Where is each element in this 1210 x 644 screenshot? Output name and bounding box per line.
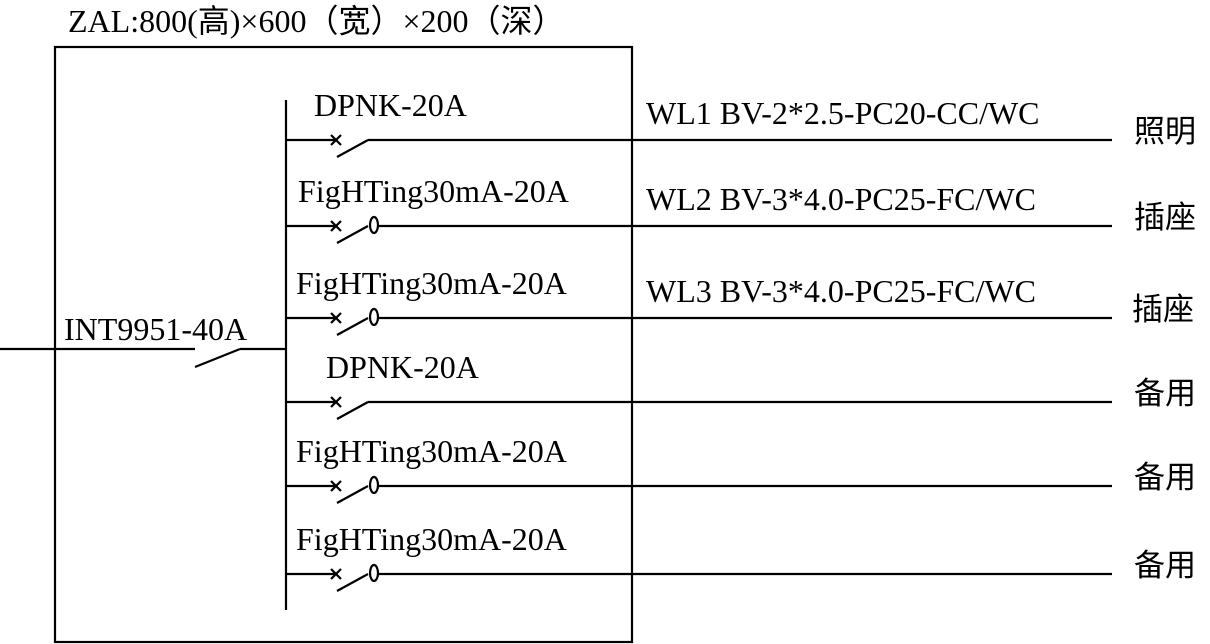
circuit-row-6: FigHTing30mA-20A 备用 xyxy=(286,521,1196,592)
load-label: 插座 xyxy=(1132,292,1194,328)
cable-spec-label: WL2 BV-3*4.0-PC25-FC/WC xyxy=(646,181,1036,217)
breaker-label: FigHTing30mA-20A xyxy=(296,265,567,301)
circuit-row-1: DPNK-20A WL1 BV-2*2.5-PC20-CC/WC 照明 xyxy=(286,87,1196,158)
circuit-row-2: FigHTing30mA-20A WL2 BV-3*4.0-PC25-FC/WC 插… xyxy=(286,173,1196,244)
breaker-contact-blade xyxy=(336,139,369,158)
breaker-contact-blade xyxy=(336,485,369,504)
circuit-rows: DPNK-20A WL1 BV-2*2.5-PC20-CC/WC 照明 FigHTin… xyxy=(286,87,1196,592)
circuit-row-5: FigHTing30mA-20A 备用 xyxy=(286,433,1196,504)
breaker-cross-mark xyxy=(330,568,342,580)
panel-title: ZAL:800(高)×600（宽）×200（深） xyxy=(68,3,565,39)
load-label: 照明 xyxy=(1134,114,1196,150)
breaker-label: FigHTing30mA-20A xyxy=(296,433,567,469)
rcd-symbol xyxy=(368,215,380,235)
breaker-label: FigHTing30mA-20A xyxy=(296,521,567,557)
load-label: 备用 xyxy=(1134,460,1196,496)
breaker-contact-blade xyxy=(336,225,369,244)
breaker-label: DPNK-20A xyxy=(314,87,467,123)
cable-spec-label: WL3 BV-3*4.0-PC25-FC/WC xyxy=(646,273,1036,309)
rcd-symbol xyxy=(368,475,380,495)
panel-enclosure xyxy=(53,45,634,644)
main-breaker-contact xyxy=(194,347,241,369)
breaker-cross-mark xyxy=(330,220,342,232)
breaker-cross-mark xyxy=(330,312,342,324)
load-label: 备用 xyxy=(1134,548,1196,584)
breaker-cross-mark xyxy=(330,480,342,492)
breaker-contact-blade xyxy=(336,317,369,336)
breaker-contact-blade xyxy=(336,573,369,592)
main-breaker-label: INT9951-40A xyxy=(64,311,247,347)
breaker-label: DPNK-20A xyxy=(326,349,479,385)
breaker-label: FigHTing30mA-20A xyxy=(298,173,569,209)
rcd-symbol xyxy=(368,563,380,583)
cable-spec-label: WL1 BV-2*2.5-PC20-CC/WC xyxy=(646,95,1040,131)
load-label: 备用 xyxy=(1134,376,1196,412)
load-label: 插座 xyxy=(1134,200,1196,236)
circuit-row-4: DPNK-20A 备用 xyxy=(286,349,1196,420)
circuit-row-3: FigHTing30mA-20A WL3 BV-3*4.0-PC25-FC/WC 插… xyxy=(286,265,1194,336)
rcd-symbol xyxy=(368,307,380,327)
breaker-cross-mark xyxy=(330,134,342,146)
breaker-cross-mark xyxy=(330,396,342,408)
breaker-contact-blade xyxy=(336,401,369,420)
